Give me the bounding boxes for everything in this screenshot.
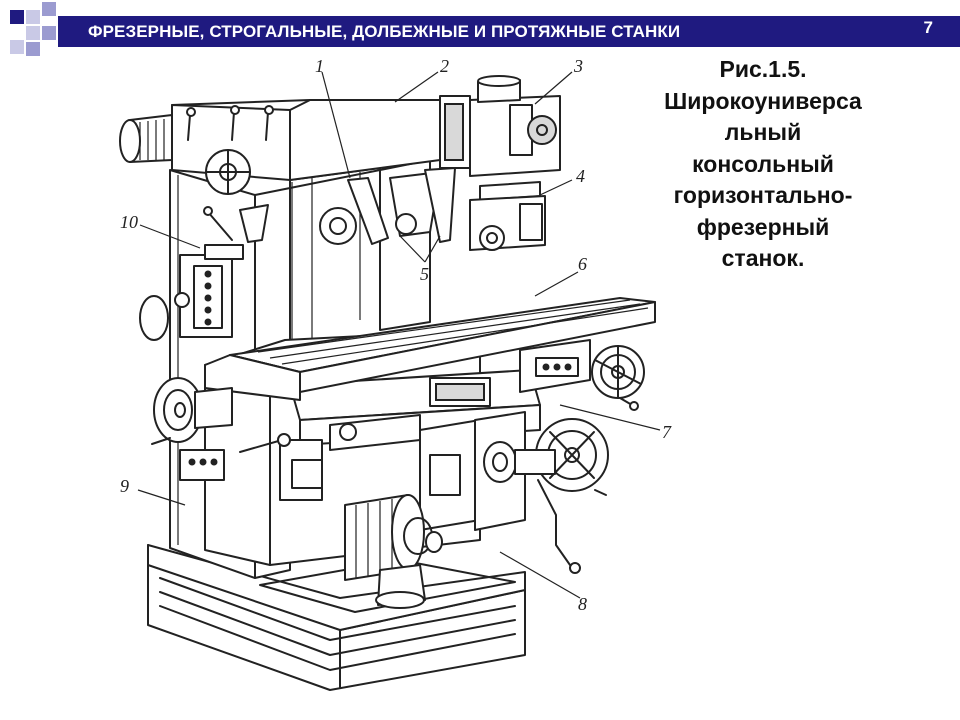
table-handwheel [591,345,645,411]
knee-mechanism [239,411,526,531]
label-7: 7 [662,422,672,442]
caption-line: горизонтально- [673,182,853,208]
decor-square-light [10,40,24,54]
label-9: 9 [120,476,129,496]
caption-line: Рис.1.5. [719,56,807,82]
caption-line: Широкоуниверса [664,87,862,114]
decor-square-dark [10,10,24,24]
decor-square-light [26,10,40,24]
caption-line: фрезерный [696,213,830,240]
feed-box [519,339,591,393]
label-4: 4 [576,166,585,186]
leader-lines [137,71,661,599]
caption-line: льный [724,119,802,145]
caption-line: станок. [721,245,805,271]
control-cone [203,204,269,243]
arbor-supports [319,167,456,245]
decor-square-mid [26,42,40,56]
main-motor [119,114,173,163]
knee-handwheel-right [483,418,609,574]
label-8: 8 [578,594,587,614]
part-labels: 1 2 3 4 5 6 7 8 9 10 [120,56,672,614]
decor-square-light [26,26,40,40]
figure-caption: Рис.1.5. Широкоуниверса льный консольный… [638,54,888,275]
label-3: 3 [573,56,583,76]
label-5: 5 [420,264,429,284]
caption-line: консольный [692,150,834,177]
control-panel [179,244,244,338]
slide-title: ФРЕЗЕРНЫЕ, СТРОГАЛЬНЫЕ, ДОЛБЕЖНЫЕ И ПРОТ… [88,22,681,41]
label-1: 1 [315,56,324,76]
header-bar: ФРЕЗЕРНЫЕ, СТРОГАЛЬНЫЕ, ДОЛБЕЖНЫЕ И ПРОТ… [58,16,960,47]
label-2: 2 [440,56,449,76]
label-6: 6 [578,254,587,274]
knee-handwheel-left [151,377,233,481]
page-number: 7 [923,18,933,37]
overarm-levers [186,105,274,141]
vertical-head [469,75,561,251]
feed-motor [344,494,443,609]
side-knob [139,292,190,341]
column-handwheel [205,149,251,195]
label-10: 10 [120,212,138,232]
machine-base [147,544,526,691]
decor-square-mid [42,2,56,16]
decor-square-mid [42,26,56,40]
